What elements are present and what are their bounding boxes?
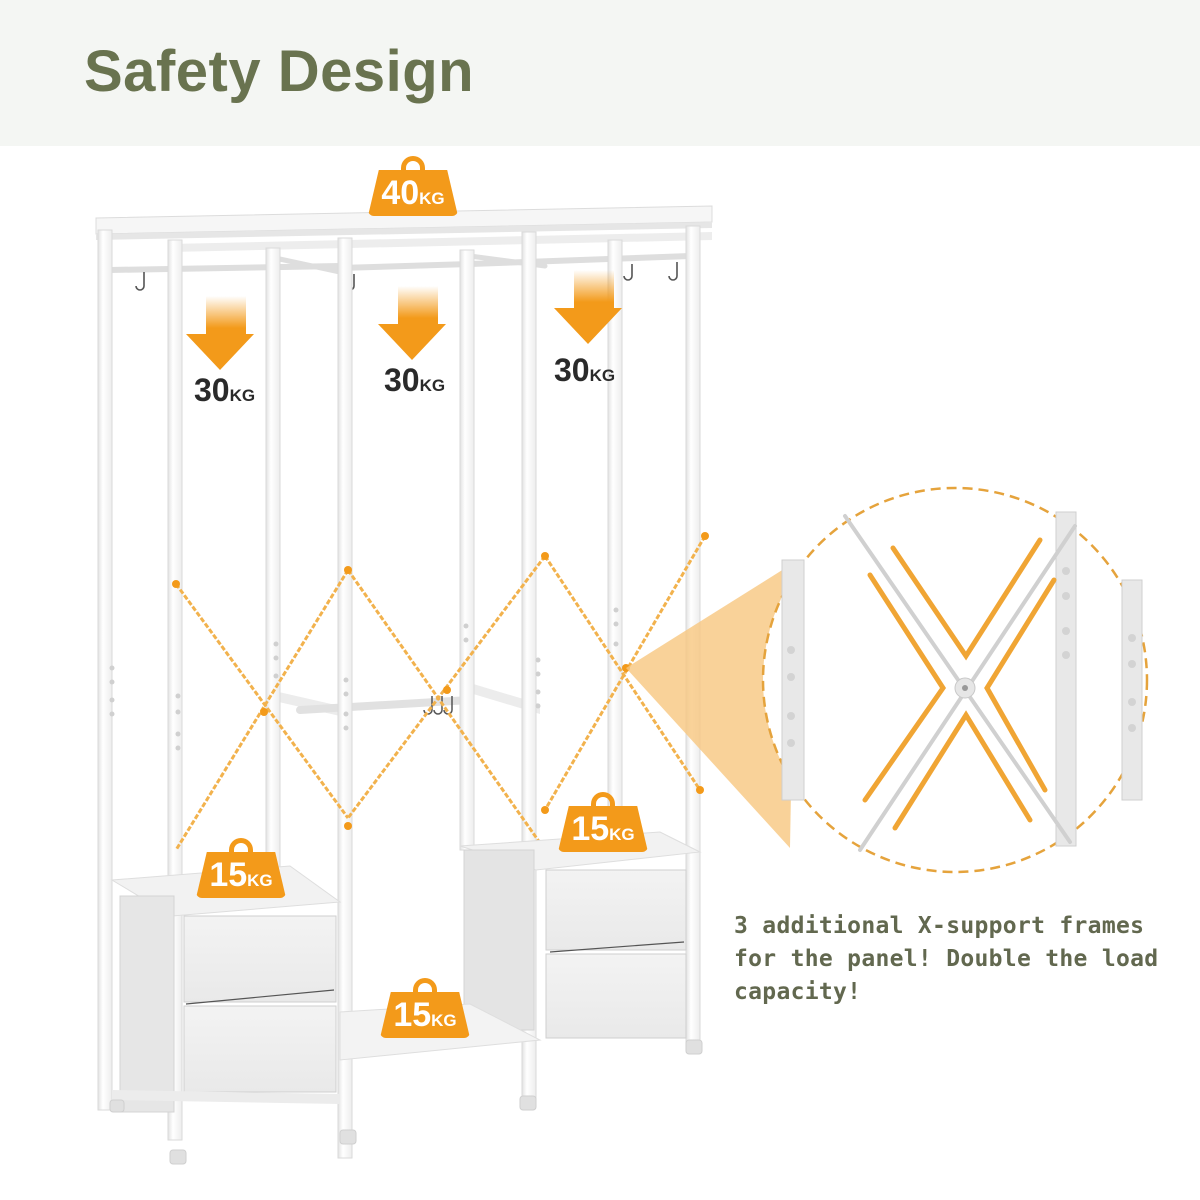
load-value: 15 (209, 856, 248, 894)
rod-load-left: 30KG (194, 372, 256, 408)
load-value: 15 (393, 996, 432, 1034)
rod-load-middle: 30KG (384, 362, 446, 398)
top-shelf (95, 205, 713, 252)
weight-icon (558, 806, 648, 852)
weight-handle-icon (591, 792, 615, 814)
load-badge-bottom-shelf: 15KG (380, 978, 470, 1038)
weight-icon (368, 170, 458, 216)
hanging-rods (107, 253, 693, 275)
load-value: 15 (571, 810, 610, 848)
load-badge-left-cabinet: 15KG (196, 838, 286, 898)
load-unit: KG (419, 189, 445, 208)
detail-magnifier (761, 486, 1149, 874)
weight-icon (196, 852, 286, 898)
load-badge-top-shelf: 40KG (368, 156, 458, 216)
page-title: Safety Design (84, 39, 475, 104)
left-cabinet (110, 865, 342, 1113)
load-badge-right-cabinet: 15KG (558, 792, 648, 852)
zoom-cone (626, 562, 795, 848)
load-unit: KG (431, 1011, 457, 1030)
weight-icon (380, 992, 470, 1038)
weight-handle-icon (229, 838, 253, 860)
feet (109, 1039, 703, 1165)
load-unit: KG (609, 825, 635, 844)
post-holes (109, 607, 619, 751)
load-value: 40 (381, 174, 420, 212)
rod-load-right: 30KG (554, 352, 616, 388)
header-banner: Safety Design (0, 0, 1200, 146)
right-cabinet (459, 831, 702, 1039)
load-unit: KG (247, 871, 273, 890)
middle-rod (270, 680, 540, 716)
feature-caption: 3 additional X-support frames for the pa… (734, 913, 1159, 1005)
weight-handle-icon (413, 978, 437, 1000)
weight-handle-icon (401, 156, 425, 178)
